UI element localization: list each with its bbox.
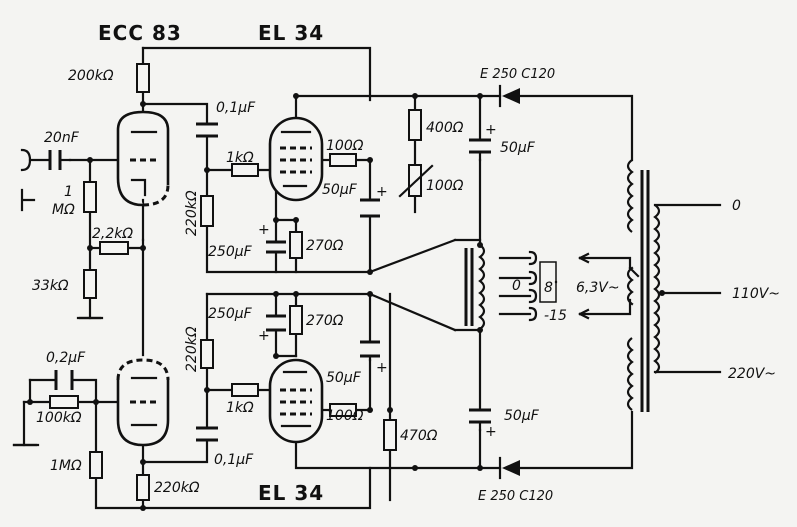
label-c-01-top: 0,1µF (216, 100, 256, 116)
ecc83-tube-bottom (116, 358, 170, 447)
resistor-1k-top (231, 163, 259, 177)
label-mains-220: 220V~ (728, 366, 776, 382)
label-c-50-top: 50µF (322, 182, 358, 198)
label-r-100k-feedback: 100kΩ (36, 410, 82, 426)
output-transformer (464, 242, 486, 333)
diode-top (498, 84, 520, 108)
resistor-1m-feedback (89, 451, 103, 479)
label-r-1m-input: 1 (64, 184, 73, 200)
label-r-270-bottom: 270Ω (306, 313, 344, 329)
variable-arrow (398, 164, 434, 198)
ecc83-tube-top (116, 110, 170, 207)
label-diode-top: E 250 C120 (480, 67, 555, 82)
label-r-100-bottom: 100Ω (326, 408, 364, 424)
resistor-2-2k (99, 241, 129, 255)
output-tap-connectors (528, 250, 558, 322)
label-c-20n: 20nF (44, 130, 80, 146)
label-r-470: 470Ω (400, 428, 438, 444)
junction-dots (27, 93, 483, 511)
resistor-400 (408, 109, 422, 141)
ground-icons (12, 316, 104, 447)
el34-tube-bottom (268, 358, 324, 444)
label-c-50-supply-bottom: 50µF (504, 408, 540, 424)
label-r-400: 400Ω (426, 120, 464, 136)
resistor-33k (83, 269, 97, 299)
plus-mark: + (376, 360, 388, 376)
label-mains-110: 110V~ (732, 286, 780, 302)
label-heater: 6,3V~ (576, 280, 620, 296)
label-r-1m-feedback: 1MΩ (50, 458, 82, 474)
label-r-22k: 2,2kΩ (92, 226, 133, 242)
resistor-100k-feedback (49, 395, 79, 409)
label-r-220k-plate: 220kΩ (154, 480, 200, 496)
tube-label-ecc83: ECC 83 (98, 21, 182, 45)
resistor-270-bottom (289, 305, 303, 335)
label-r-33k: 33kΩ (32, 278, 69, 294)
label-r-1m-input-unit: MΩ (52, 202, 75, 218)
resistor-220k-plate (136, 474, 150, 501)
label-mains-0: 0 (732, 198, 741, 214)
plus-mark: + (376, 184, 388, 200)
resistor-100-top (329, 153, 357, 167)
label-r-1k-bottom: 1kΩ (226, 400, 254, 416)
plus-mark: + (485, 424, 497, 440)
label-r-100-var: 100Ω (426, 178, 464, 194)
plus-mark: + (258, 328, 270, 344)
label-r-270-top: 270Ω (306, 238, 344, 254)
resistor-220k-bottom (200, 339, 214, 369)
label-tap-8: 8 (544, 280, 553, 296)
resistor-270-top (289, 231, 303, 259)
plus-mark: + (485, 122, 497, 138)
label-r-200k: 200kΩ (68, 68, 114, 84)
label-c-250-top: 250µF (208, 244, 253, 260)
wiring (12, 46, 722, 510)
label-diode-bottom: E 250 C120 (478, 489, 553, 504)
label-c-50-bottom: 50µF (326, 370, 362, 386)
resistor-1m-input (83, 181, 97, 213)
mains-transformer (626, 159, 665, 412)
label-r-220k-top: 220kΩ (184, 190, 200, 236)
plus-mark: + (258, 222, 270, 238)
input-jack-icon (20, 148, 36, 212)
label-c-02: 0,2µF (46, 350, 86, 366)
label-tap-0: 0 (512, 278, 521, 294)
label-r-1k-top: 1kΩ (226, 150, 254, 166)
resistor-220k-top (200, 195, 214, 227)
resistors (49, 63, 434, 501)
label-c-250-bottom: 250µF (208, 306, 253, 322)
label-c-01-bottom: 0,1µF (214, 452, 254, 468)
diode-bottom (498, 456, 520, 480)
resistor-100-bottom (329, 403, 357, 417)
tube-label-el34-bottom: EL 34 (258, 481, 324, 505)
capacitors (48, 122, 491, 442)
resistor-1k-bottom (231, 383, 259, 397)
label-c-50-supply-top: 50µF (500, 140, 536, 156)
heater-arrows (578, 252, 590, 320)
label-r-100-top: 100Ω (326, 138, 364, 154)
el34-tube-top (268, 116, 324, 202)
tube-label-el34-top: EL 34 (258, 21, 324, 45)
resistor-200k (136, 63, 150, 93)
label-tap-15: -15 (544, 308, 567, 324)
resistor-470 (383, 419, 397, 451)
label-r-220k-bottom: 220kΩ (184, 326, 200, 372)
